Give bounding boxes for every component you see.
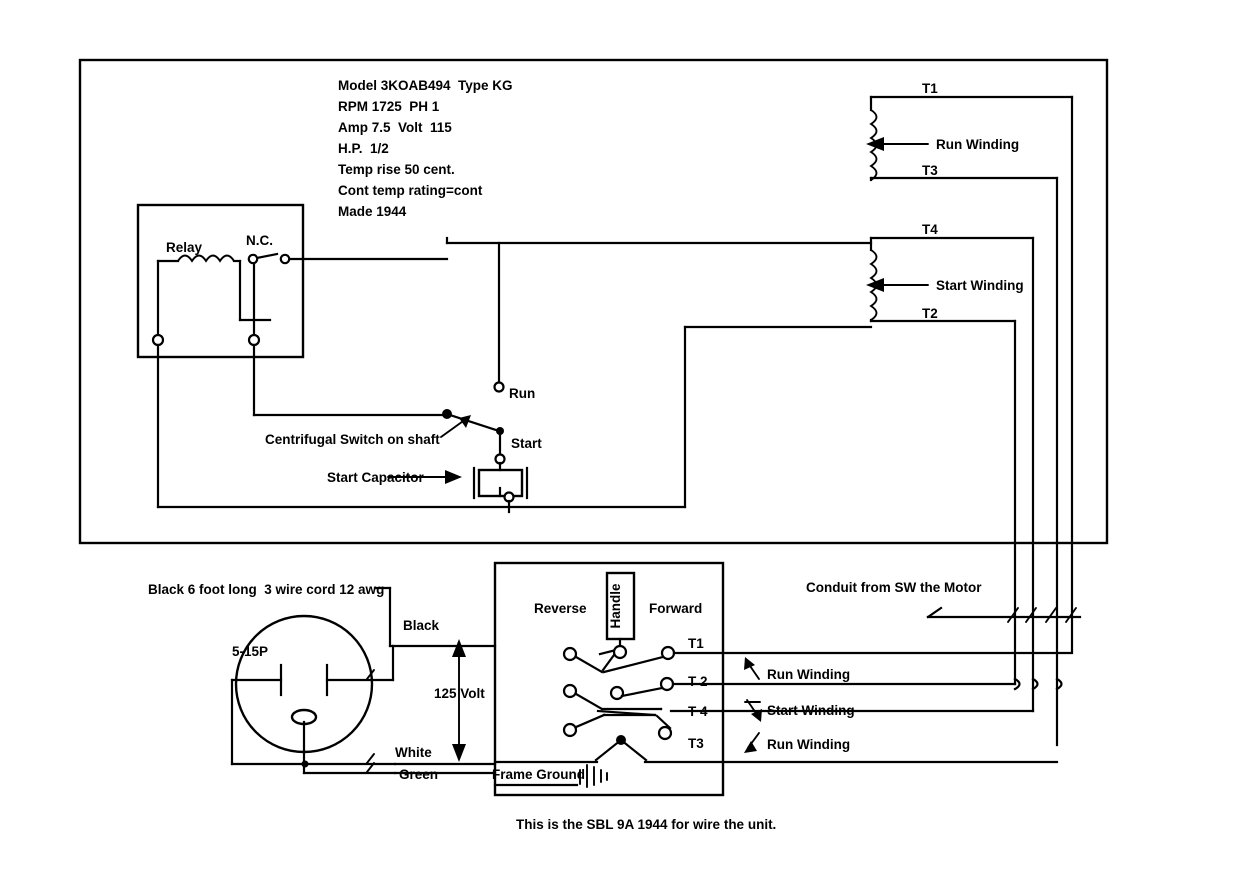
- frame-ground-label: Frame Ground: [492, 767, 585, 782]
- switch-contact-center-2[interactable]: [609, 685, 625, 701]
- plug-5-15p-group: 5-15P: [232, 614, 374, 754]
- conduit-slash-3: [1045, 607, 1057, 623]
- relay-terminal-right: [247, 333, 261, 347]
- cord-note-label: Black 6 foot long 3 wire cord 12 awg: [148, 582, 384, 597]
- switch-terminal-t2: T 2: [688, 674, 708, 689]
- forward-label: Forward: [649, 601, 702, 616]
- relay-nc-contact-right: [279, 253, 291, 265]
- junction-plug-ground: [301, 760, 309, 768]
- motor-nameplate-text: Model 3KOAB494 Type KG RPM 1725 PH 1 Amp…: [338, 78, 513, 219]
- switch-blade-reverse-1: [574, 655, 604, 674]
- relay-box-group: Relay N.C.: [136, 203, 449, 359]
- cord-slash-black: [366, 669, 375, 680]
- centrifugal-switch-label: Centrifugal Switch on shaft: [265, 432, 440, 447]
- switch-terminal-t4: T 4: [688, 704, 708, 719]
- conduit-slash-1: [1007, 607, 1019, 623]
- run-winding-label-motor: Run Winding: [936, 137, 1019, 152]
- nameplate-line-3: H.P. 1/2: [338, 141, 389, 156]
- switch-lead-label-2: Run Winding: [767, 737, 850, 752]
- switch-blade-forward-3: [655, 714, 672, 730]
- conduit-slash-2: [1025, 607, 1037, 623]
- diagram-caption: This is the SBL 9A 1944 for wire the uni…: [516, 817, 776, 832]
- switch-contact-reverse-2[interactable]: [562, 683, 578, 699]
- switch-blade-forward-2: [620, 686, 664, 698]
- switch-blade-forward-1: [602, 655, 665, 674]
- handle-label: Handle: [608, 583, 623, 629]
- switch-contact-center-1[interactable]: [612, 644, 628, 660]
- centrifugal-switch-blade[interactable]: [445, 412, 501, 433]
- relay-label: Relay: [166, 240, 203, 255]
- start-winding-group: T4 T2 Start Winding: [866, 222, 1035, 323]
- cord-slash-white: [366, 753, 375, 764]
- switch-lead-label-0: Run Winding: [767, 667, 850, 682]
- start-winding-label-motor: Start Winding: [936, 278, 1024, 293]
- cord-slash-green: [366, 762, 375, 773]
- terminal-label-t3-motor: T3: [922, 163, 938, 178]
- switch-blade-link-3: [596, 709, 657, 717]
- switch-handle-group[interactable]: Handle: [605, 571, 636, 641]
- white-wire-label: White: [395, 745, 432, 760]
- switch-contact-reverse-3[interactable]: [562, 722, 578, 738]
- motor-enclosure-box: [78, 58, 1109, 545]
- switch-contact-forward-3[interactable]: [657, 725, 673, 741]
- black-wire-label: Black: [403, 618, 440, 633]
- wire-hop-1: [1013, 677, 1021, 691]
- nameplate-line-2: Amp 7.5 Volt 115: [338, 120, 452, 135]
- terminal-label-t4-motor: T4: [922, 222, 938, 237]
- voltage-annotation-group: 125 Volt: [434, 639, 485, 762]
- relay-box: [136, 203, 305, 359]
- conduit-label: Conduit from SW the Motor: [806, 580, 982, 595]
- voltage-label: 125 Volt: [434, 686, 485, 701]
- switch-lead-callouts: Run Winding Start Winding Run Winding: [744, 657, 855, 753]
- relay-terminal-left: [151, 333, 165, 347]
- wire-hop-3: [1055, 677, 1063, 691]
- run-winding-group: T1 T3 Run Winding: [866, 81, 1074, 182]
- reversing-switch-box: [493, 561, 725, 797]
- conduit-slash-4: [1065, 607, 1077, 623]
- run-contact-terminal: [493, 381, 505, 393]
- terminal-label-t1-motor: T1: [922, 81, 938, 96]
- nameplate-line-5: Cont temp rating=cont: [338, 183, 483, 198]
- switch-blade-reverse-2: [574, 692, 604, 711]
- switch-blade-center-1: [601, 653, 616, 672]
- plug-type-label: 5-15P: [232, 644, 268, 659]
- switch-contact-reverse-1[interactable]: [562, 646, 578, 662]
- switch-lead-label-1: Start Winding: [767, 703, 855, 718]
- conduit-annotation-group: Conduit from SW the Motor: [806, 580, 1082, 623]
- switch-terminal-t3: T3: [688, 736, 704, 751]
- wire-hop-2: [1031, 677, 1039, 691]
- start-capacitor-label: Start Capacitor: [327, 470, 425, 485]
- reverse-label: Reverse: [534, 601, 587, 616]
- switch-terminal-t1: T1: [688, 636, 704, 651]
- run-contact-label: Run: [509, 386, 535, 401]
- nameplate-line-0: Model 3KOAB494 Type KG: [338, 78, 513, 93]
- centrifugal-switch-contact-start: [496, 427, 504, 435]
- nameplate-line-4: Temp rise 50 cent.: [338, 162, 455, 177]
- relay-nc-contact-left: [247, 253, 259, 265]
- centrifugal-switch-group[interactable]: Centrifugal Switch on shaft: [265, 409, 504, 447]
- nameplate-line-6: Made 1944: [338, 204, 407, 219]
- green-wire-label: Green: [399, 767, 438, 782]
- terminal-label-t2-motor: T2: [922, 306, 938, 321]
- relay-nc-label: N.C.: [246, 233, 273, 248]
- switch-blade-reverse-3: [574, 713, 606, 729]
- start-contact-label: Start: [511, 436, 542, 451]
- switch-blade-ground-left: [594, 738, 623, 762]
- start-capacitor-group: Start Capacitor: [327, 461, 529, 514]
- switch-blade-ground-right: [619, 738, 648, 762]
- nameplate-line-1: RPM 1725 PH 1: [338, 99, 440, 114]
- frame-ground-group: Frame Ground: [492, 764, 608, 788]
